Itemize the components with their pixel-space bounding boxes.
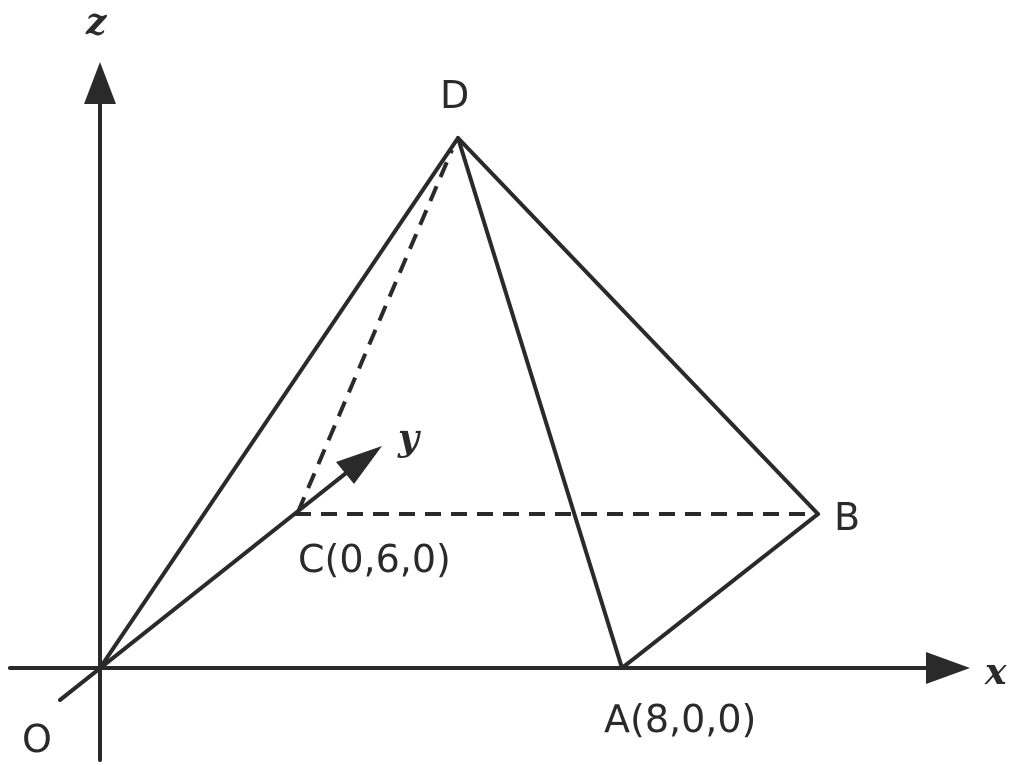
- edge-CD-hidden: [296, 149, 454, 513]
- x-axis-arrow-icon: [926, 652, 970, 684]
- y-axis-arrow-icon: [336, 446, 382, 484]
- point-B-label: B: [834, 495, 860, 539]
- point-D-label: D: [440, 73, 469, 117]
- y-axis-label: y: [397, 417, 421, 459]
- x-axis-label: x: [984, 651, 1007, 693]
- edge-DA: [456, 136, 624, 670]
- edge-AB: [620, 512, 820, 670]
- edge-DB: [456, 136, 820, 516]
- point-A-label: A(8,0,0): [604, 697, 756, 741]
- z-axis-label: z: [85, 1, 108, 43]
- point-O-label: O: [22, 717, 52, 761]
- y-axis: [58, 460, 362, 702]
- edge-OD: [98, 136, 460, 670]
- point-C-label: C(0,6,0): [298, 537, 451, 581]
- z-axis-arrow-icon: [84, 62, 116, 104]
